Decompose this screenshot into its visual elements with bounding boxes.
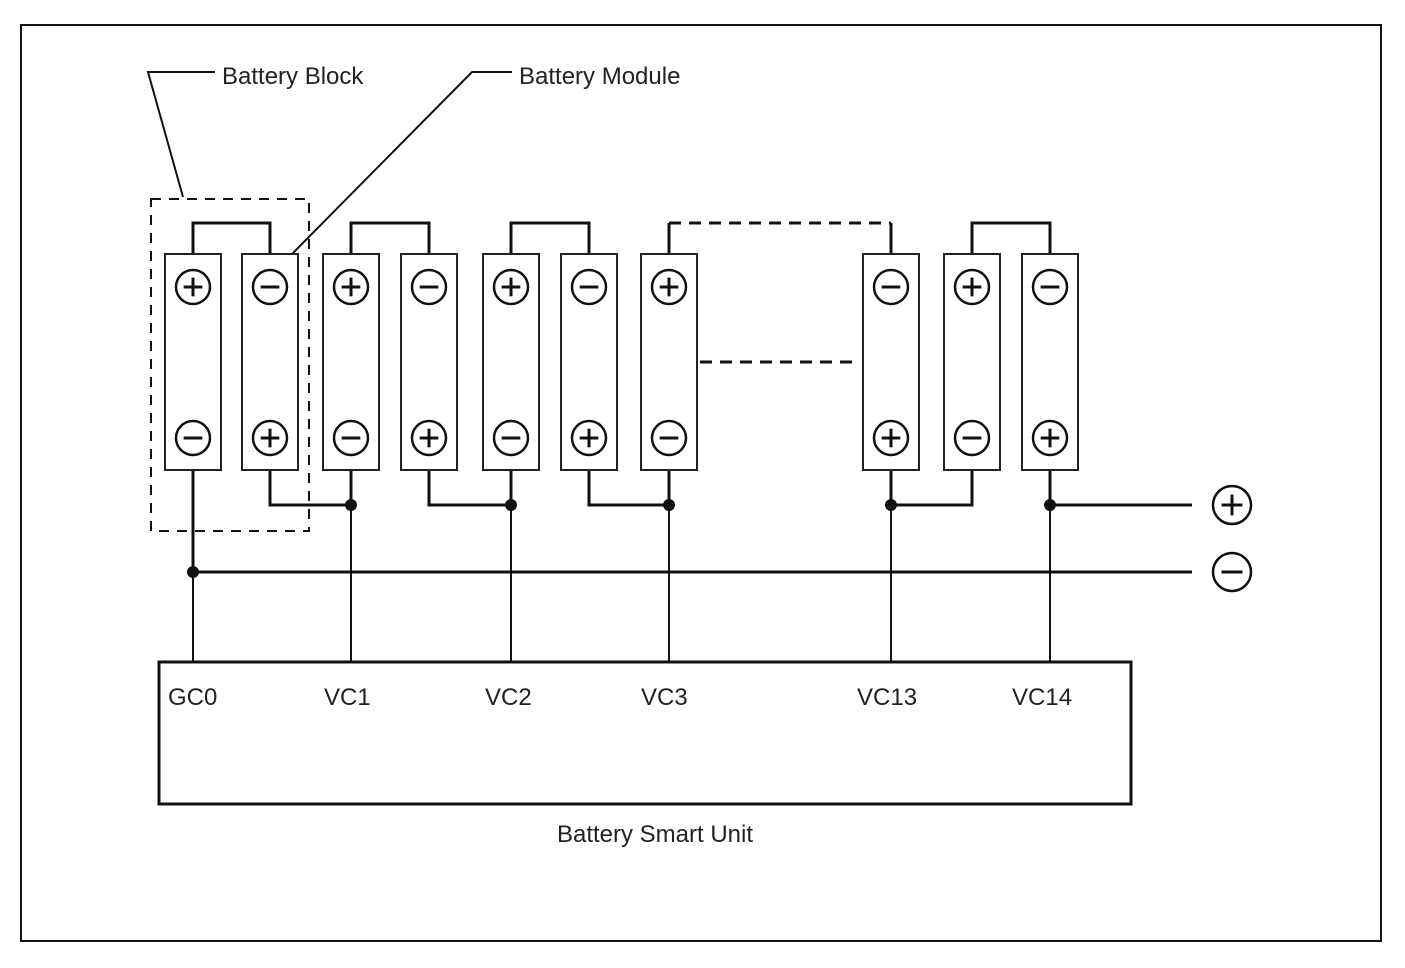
pin-label-vc1: VC1 <box>324 684 371 711</box>
top-link-3-4 <box>349 221 431 254</box>
battery-module <box>560 253 618 471</box>
positive-terminal-icon <box>872 419 910 457</box>
negative-terminal-icon <box>1031 268 1069 306</box>
positive-terminal-icon <box>174 268 212 306</box>
battery-module <box>400 253 458 471</box>
positive-terminal-icon <box>332 268 370 306</box>
positive-terminal-icon <box>650 268 688 306</box>
positive-output-icon <box>1211 484 1253 526</box>
negative-terminal-icon <box>410 268 448 306</box>
diagram-frame <box>20 24 1382 942</box>
battery-module <box>1021 253 1079 471</box>
battery-module <box>482 253 540 471</box>
battery-block-leader <box>146 71 215 198</box>
battery-module <box>640 253 698 471</box>
negative-bus-line <box>191 470 1192 574</box>
pin-label-vc13: VC13 <box>857 684 917 711</box>
positive-terminal-icon <box>492 268 530 306</box>
battery-block-outline <box>150 198 310 532</box>
negative-terminal-icon <box>174 419 212 457</box>
top-link-9-10 <box>970 221 1052 254</box>
bottom-link-4-5 <box>427 470 513 507</box>
battery-module <box>943 253 1001 471</box>
bottom-link-8-9 <box>889 470 974 507</box>
bottom-link-2-3 <box>268 470 353 507</box>
negative-terminal-icon <box>332 419 370 457</box>
battery-module <box>322 253 380 471</box>
battery-module <box>241 253 299 471</box>
positive-terminal-icon <box>570 419 608 457</box>
negative-terminal-icon <box>492 419 530 457</box>
negative-terminal-icon <box>650 419 688 457</box>
top-link-5-6 <box>509 221 591 254</box>
positive-terminal-icon <box>1031 419 1069 457</box>
battery-module <box>164 253 222 471</box>
negative-terminal-icon <box>872 268 910 306</box>
battery-block-label: Battery Block <box>222 63 364 90</box>
negative-terminal-icon <box>953 419 991 457</box>
output-terminals <box>1211 484 1253 593</box>
battery-module <box>862 253 920 471</box>
pin-label-vc3: VC3 <box>641 684 688 711</box>
positive-terminal-icon <box>410 419 448 457</box>
battery-module-leader <box>289 71 512 257</box>
battery-modules <box>164 253 1079 471</box>
top-link-1-2 <box>191 221 272 254</box>
negative-terminal-icon <box>251 268 289 306</box>
positive-output-line <box>1048 470 1192 507</box>
battery-module-label: Battery Module <box>519 63 680 90</box>
bottom-link-6-7 <box>587 470 671 507</box>
pin-label-vc2: VC2 <box>485 684 532 711</box>
pin-label-vc14: VC14 <box>1012 684 1072 711</box>
positive-terminal-icon <box>251 419 289 457</box>
battery-smart-unit-label: Battery Smart Unit <box>557 821 753 848</box>
battery-smart-unit-box <box>157 660 1133 806</box>
pin-label-gc0: GC0 <box>168 684 217 711</box>
positive-terminal-icon <box>953 268 991 306</box>
negative-terminal-icon <box>570 268 608 306</box>
negative-output-icon <box>1211 551 1253 593</box>
